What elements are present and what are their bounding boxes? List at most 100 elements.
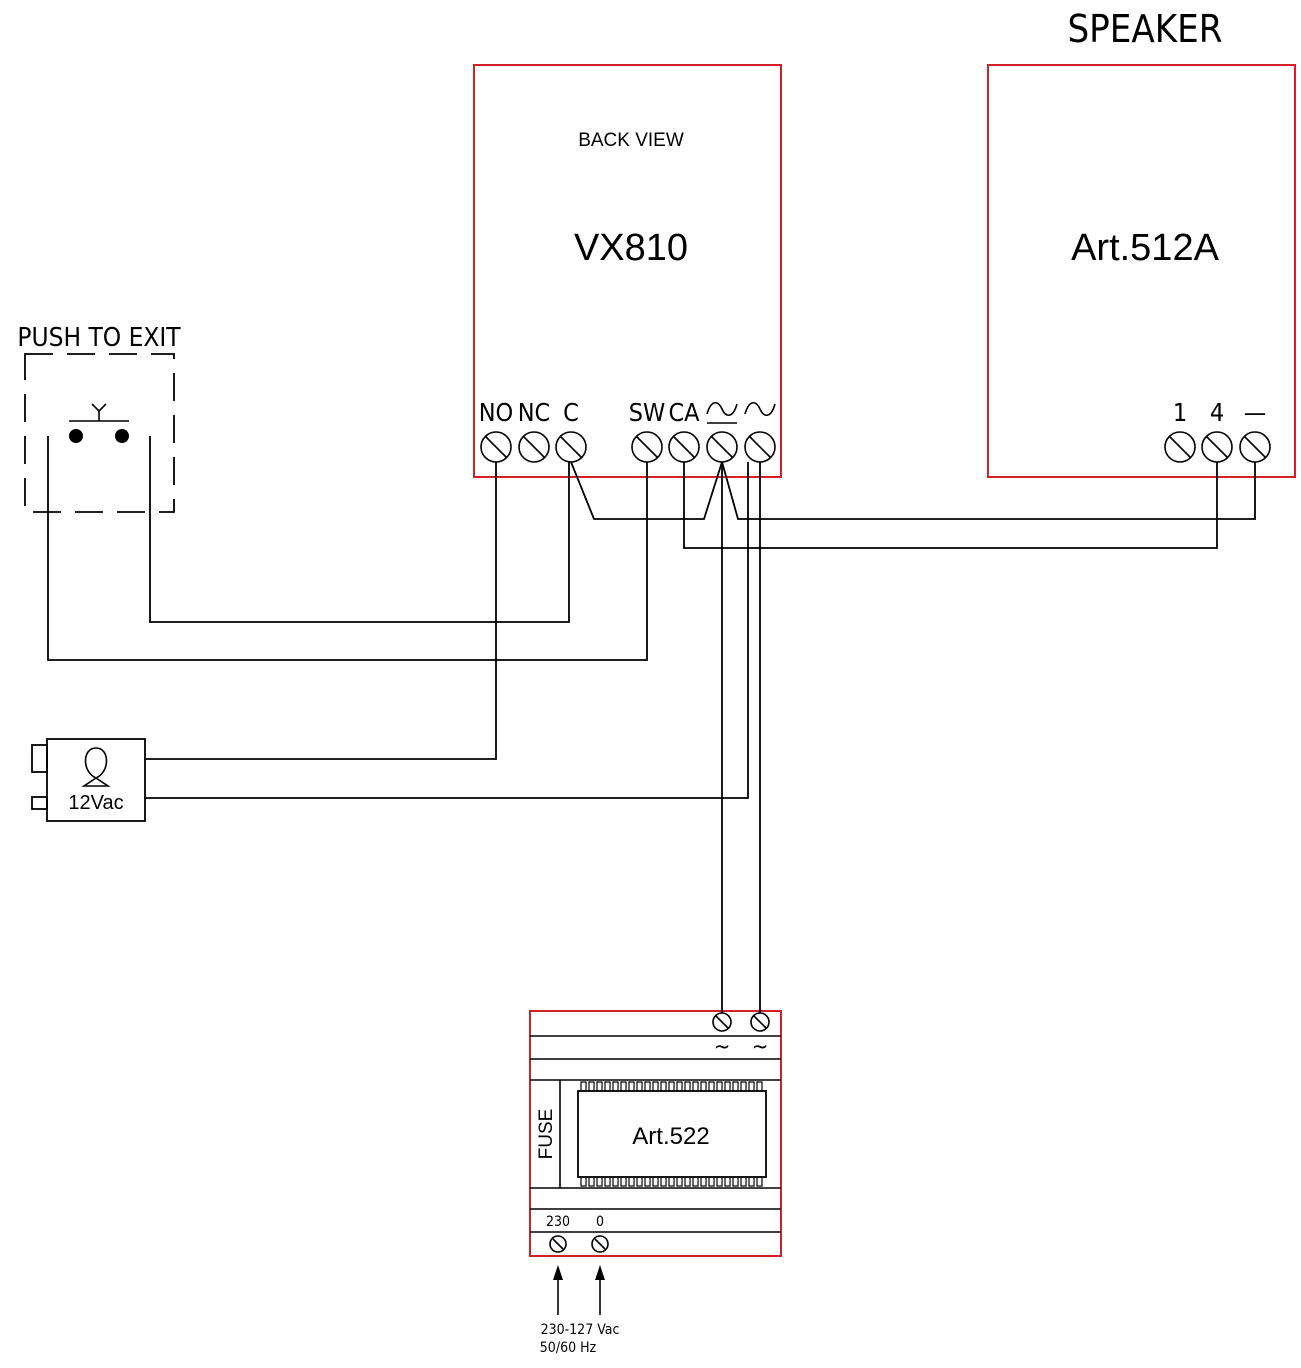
art522-name: Art.522 bbox=[632, 1123, 709, 1150]
screw-terminal-sw bbox=[631, 431, 663, 463]
terminal-label-sw: SW bbox=[629, 398, 666, 427]
chip-pin bbox=[740, 1176, 747, 1187]
terminal-label-4: 4 bbox=[1210, 398, 1224, 427]
electric-lock: 12Vac bbox=[31, 738, 146, 822]
screw-input-0 bbox=[591, 1235, 609, 1253]
chip-pin bbox=[620, 1081, 627, 1092]
chip-pin bbox=[724, 1081, 731, 1092]
chip-pin bbox=[748, 1176, 755, 1187]
chip-pin bbox=[708, 1176, 715, 1187]
vx810-outline bbox=[473, 64, 782, 478]
output-ac-symbol-2: ~ bbox=[752, 1035, 769, 1060]
vx810-subtitle: BACK VIEW bbox=[578, 130, 684, 151]
screw-terminal-no bbox=[480, 431, 512, 463]
wire-ac-to-speaker-minus bbox=[721, 461, 1256, 520]
screw-terminal-nc bbox=[518, 431, 550, 463]
wire-c-to-ac bbox=[570, 461, 723, 520]
terminal-label-nc: NC bbox=[518, 398, 551, 427]
chip-pin bbox=[604, 1081, 611, 1092]
wire-exit-to-sw bbox=[47, 436, 648, 661]
terminal-label-c: C bbox=[563, 398, 579, 427]
lock-voltage-label: 12Vac bbox=[68, 792, 123, 814]
screw-terminal-ac2 bbox=[744, 431, 776, 463]
art522-power-supply: ~ ~ FUSE Art.522 230 0 230-127 Vac 50/60… bbox=[529, 1010, 782, 1356]
art512a-terminal-screws bbox=[1164, 431, 1271, 463]
chip-pin bbox=[676, 1081, 683, 1092]
chip-pin bbox=[628, 1176, 635, 1187]
chip-pin bbox=[708, 1081, 715, 1092]
chip-pin bbox=[652, 1081, 659, 1092]
chip-pin bbox=[644, 1081, 651, 1092]
chip-pin bbox=[612, 1176, 619, 1187]
lock-tab-bottom bbox=[31, 796, 48, 810]
screw-terminal-1 bbox=[1164, 431, 1196, 463]
chip-pin bbox=[636, 1176, 643, 1187]
terminal-label-minus: — bbox=[1244, 398, 1267, 427]
input-label-230: 230 bbox=[546, 1214, 570, 1230]
chip-pin bbox=[580, 1081, 587, 1092]
screw-terminal-ac1 bbox=[706, 431, 738, 463]
chip-pin bbox=[628, 1081, 635, 1092]
keyhole-icon bbox=[81, 747, 111, 787]
supply-voltage-label: 230-127 Vac bbox=[541, 1322, 620, 1338]
screw-terminal-4 bbox=[1201, 431, 1233, 463]
terminal-label-ca: CA bbox=[668, 398, 700, 427]
lock-tab-top bbox=[31, 744, 48, 773]
push-to-exit-button: PUSH TO EXIT bbox=[17, 323, 181, 513]
mains-input-arrows bbox=[553, 1265, 605, 1315]
chip-pin bbox=[660, 1176, 667, 1187]
wiring bbox=[47, 436, 1256, 1013]
art522-rails bbox=[530, 1035, 781, 1233]
lock-body bbox=[46, 738, 146, 822]
chip-pin bbox=[700, 1176, 707, 1187]
chip-pin bbox=[668, 1081, 675, 1092]
vx810-unit: BACK VIEW VX810 NO NC C SW CA bbox=[473, 64, 782, 478]
art512a-unit: Art.512A 1 4 — bbox=[987, 64, 1296, 478]
chip-pin bbox=[580, 1176, 587, 1187]
chip-pin bbox=[732, 1081, 739, 1092]
chip-pin bbox=[700, 1081, 707, 1092]
supply-frequency-label: 50/60 Hz bbox=[540, 1340, 597, 1356]
terminal-label-no: NO bbox=[479, 398, 514, 427]
screw-terminal-ca bbox=[668, 431, 700, 463]
ac-underlined-symbol bbox=[706, 402, 738, 424]
chip-pin bbox=[684, 1176, 691, 1187]
chip-pin bbox=[740, 1081, 747, 1092]
chip-pin bbox=[732, 1176, 739, 1187]
chip-pin bbox=[684, 1081, 691, 1092]
vx810-name: VX810 bbox=[574, 227, 688, 269]
speaker-title: SPEAKER bbox=[1067, 7, 1222, 51]
push-button-contact-left bbox=[69, 429, 83, 443]
screw-terminal-minus bbox=[1239, 431, 1271, 463]
chip-pin bbox=[588, 1081, 595, 1092]
chip-pin bbox=[612, 1081, 619, 1092]
art522-output-screws bbox=[712, 1012, 770, 1032]
chip-pin bbox=[604, 1176, 611, 1187]
ac-symbol bbox=[744, 402, 776, 416]
screw-input-230 bbox=[549, 1235, 567, 1253]
chip-pin bbox=[724, 1176, 731, 1187]
screw-terminal-c bbox=[555, 431, 587, 463]
chip-pin bbox=[756, 1176, 763, 1187]
chip-pin bbox=[668, 1176, 675, 1187]
push-to-exit-label: PUSH TO EXIT bbox=[17, 323, 181, 353]
chip-pin bbox=[596, 1176, 603, 1187]
chip-pin bbox=[644, 1176, 651, 1187]
screw-output-ac2 bbox=[750, 1012, 770, 1032]
vx810-terminal-screws bbox=[480, 431, 776, 463]
art512a-name: Art.512A bbox=[1071, 227, 1220, 269]
chip-pin bbox=[716, 1176, 723, 1187]
chip-pin bbox=[756, 1081, 763, 1092]
chip-pin bbox=[596, 1081, 603, 1092]
chip-pin bbox=[660, 1081, 667, 1092]
push-button-contact-right bbox=[115, 429, 129, 443]
push-button-enclosure bbox=[24, 353, 175, 513]
fuse-label: FUSE bbox=[536, 1109, 557, 1160]
art522-outline bbox=[529, 1010, 782, 1257]
art512a-outline bbox=[987, 64, 1296, 478]
push-button-actuator bbox=[91, 403, 107, 413]
output-ac-symbol-1: ~ bbox=[714, 1035, 731, 1060]
chip-pin bbox=[716, 1081, 723, 1092]
chip-pin bbox=[692, 1176, 699, 1187]
